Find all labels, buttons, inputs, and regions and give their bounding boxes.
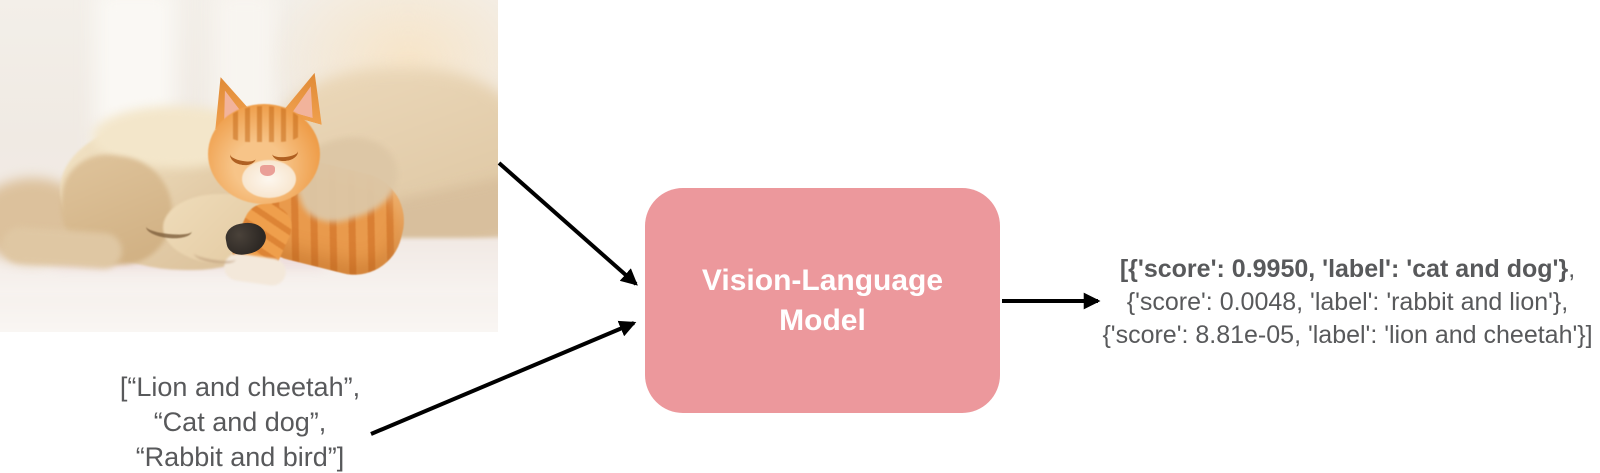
model-box-label: Vision-Language Model: [701, 263, 944, 337]
input-text-candidate-labels: [“Lion and cheetah”, “Cat and dog”, “Rab…: [119, 372, 361, 472]
photo-blanket-foreground: [0, 296, 498, 332]
input-image-dog-and-cat-photo: [0, 0, 498, 332]
arrow-text-to-model: [370, 320, 637, 436]
output-line-1-tail: ,: [1568, 255, 1576, 283]
output-line-2: {'score': 0.0048, 'label': 'rabbit and l…: [1126, 288, 1569, 316]
output-line-1-top-score: [{'score': 0.9950, 'label': 'cat and dog…: [1119, 255, 1569, 283]
photo-kitten-forehead-stripes: [226, 106, 302, 142]
photo-kitten-nose: [260, 165, 275, 176]
output-result-text: [{'score': 0.9950, 'label': 'cat and dog…: [1095, 253, 1600, 352]
output-line-3: {'score': 8.81e-05, 'label': 'lion and c…: [1102, 321, 1593, 349]
arrow-image-to-model: [497, 161, 638, 286]
output-line-1: [{'score': 0.9950, 'label': 'cat and dog…: [1095, 253, 1600, 286]
model-box: Vision-Language Model: [645, 188, 1000, 413]
